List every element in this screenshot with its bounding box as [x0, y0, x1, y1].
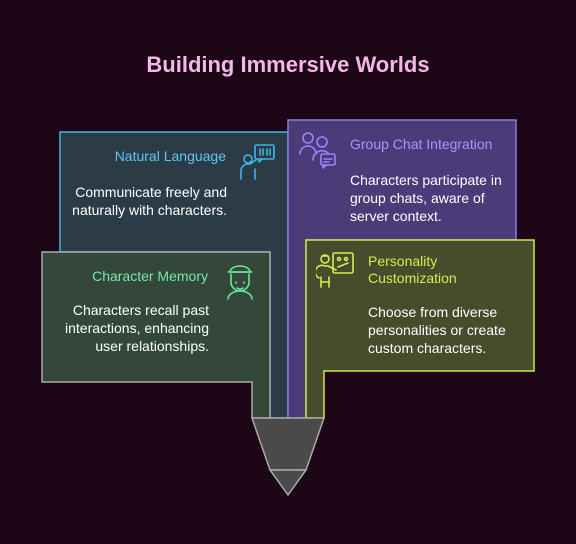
diagram-title: Building Immersive Worlds — [146, 52, 430, 77]
chat-person-icon — [240, 144, 275, 180]
funnel-tip — [268, 469, 308, 497]
group-chat-description: Characters participate in group chats, a… — [350, 172, 502, 224]
group-chat-title: Group Chat Integration — [350, 136, 493, 152]
natural-language-title: Natural Language — [114, 148, 226, 164]
painter-icon — [316, 252, 354, 288]
personality-description: Choose from diverse personalities or cre… — [368, 304, 506, 356]
personality-title: Personality Customization — [368, 253, 457, 286]
character-memory-description: Characters recall past interactions, enh… — [65, 302, 209, 354]
group-chat-icon — [299, 132, 336, 169]
natural-language-description: Communicate freely and naturally with ch… — [72, 184, 227, 218]
funnel-top — [250, 417, 326, 471]
character-icon — [227, 265, 253, 300]
character-memory-title: Character Memory — [92, 268, 208, 284]
